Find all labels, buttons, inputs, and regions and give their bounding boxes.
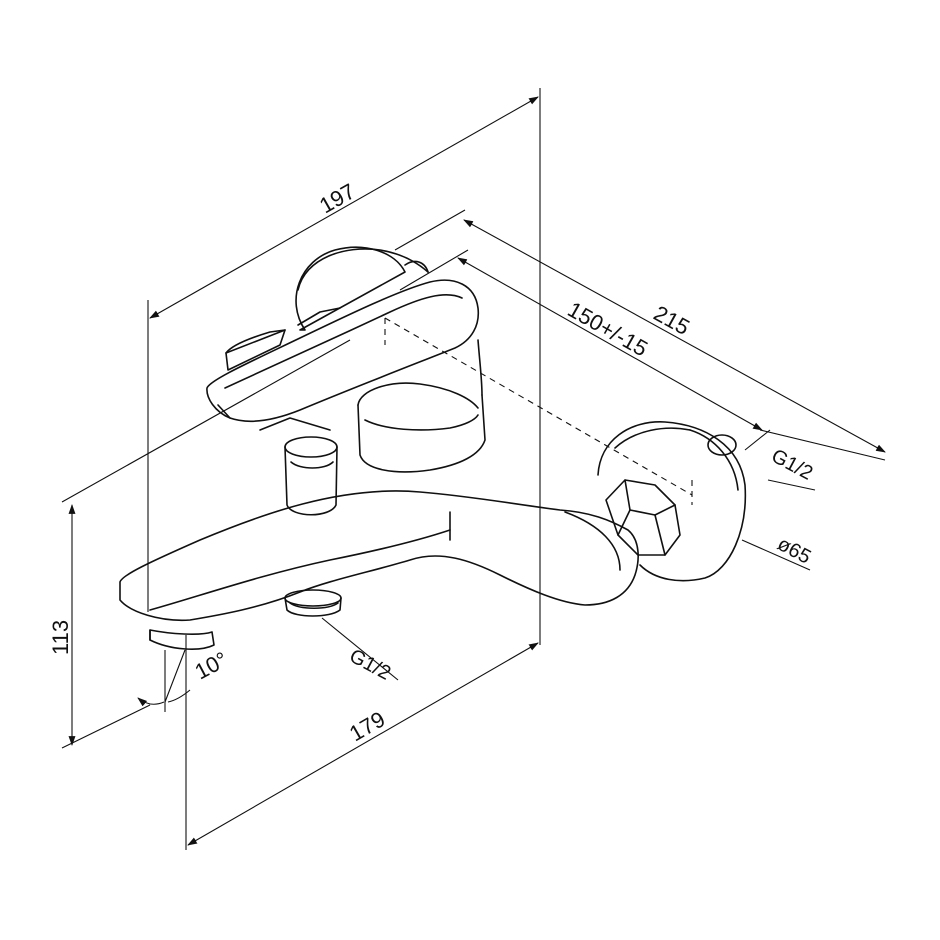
callout-labels: G1/2 G1/2 ø65 [346,445,817,685]
dimension-spout-reach: 179 [345,706,389,746]
callout-outlet-thread: G1/2 [346,645,395,685]
main-body-spout [119,490,639,650]
dimension-spout-angle: 10° [191,647,232,685]
dimension-height: 113 [48,620,73,655]
dimension-center-distance: 150+/-15 [564,297,652,362]
dimension-wall-depth: 215 [650,300,694,340]
diverter-knob [259,417,338,516]
callout-inlet-thread: G1/2 [768,445,817,485]
dimension-lines [61,88,886,850]
lever-handle [206,279,480,423]
inlet-hex-nut [605,479,681,556]
faucet-illustration [119,246,747,650]
outlet-thread [284,589,342,617]
cartridge-housing [357,339,486,473]
dimension-overall-length: 197 [315,178,359,218]
